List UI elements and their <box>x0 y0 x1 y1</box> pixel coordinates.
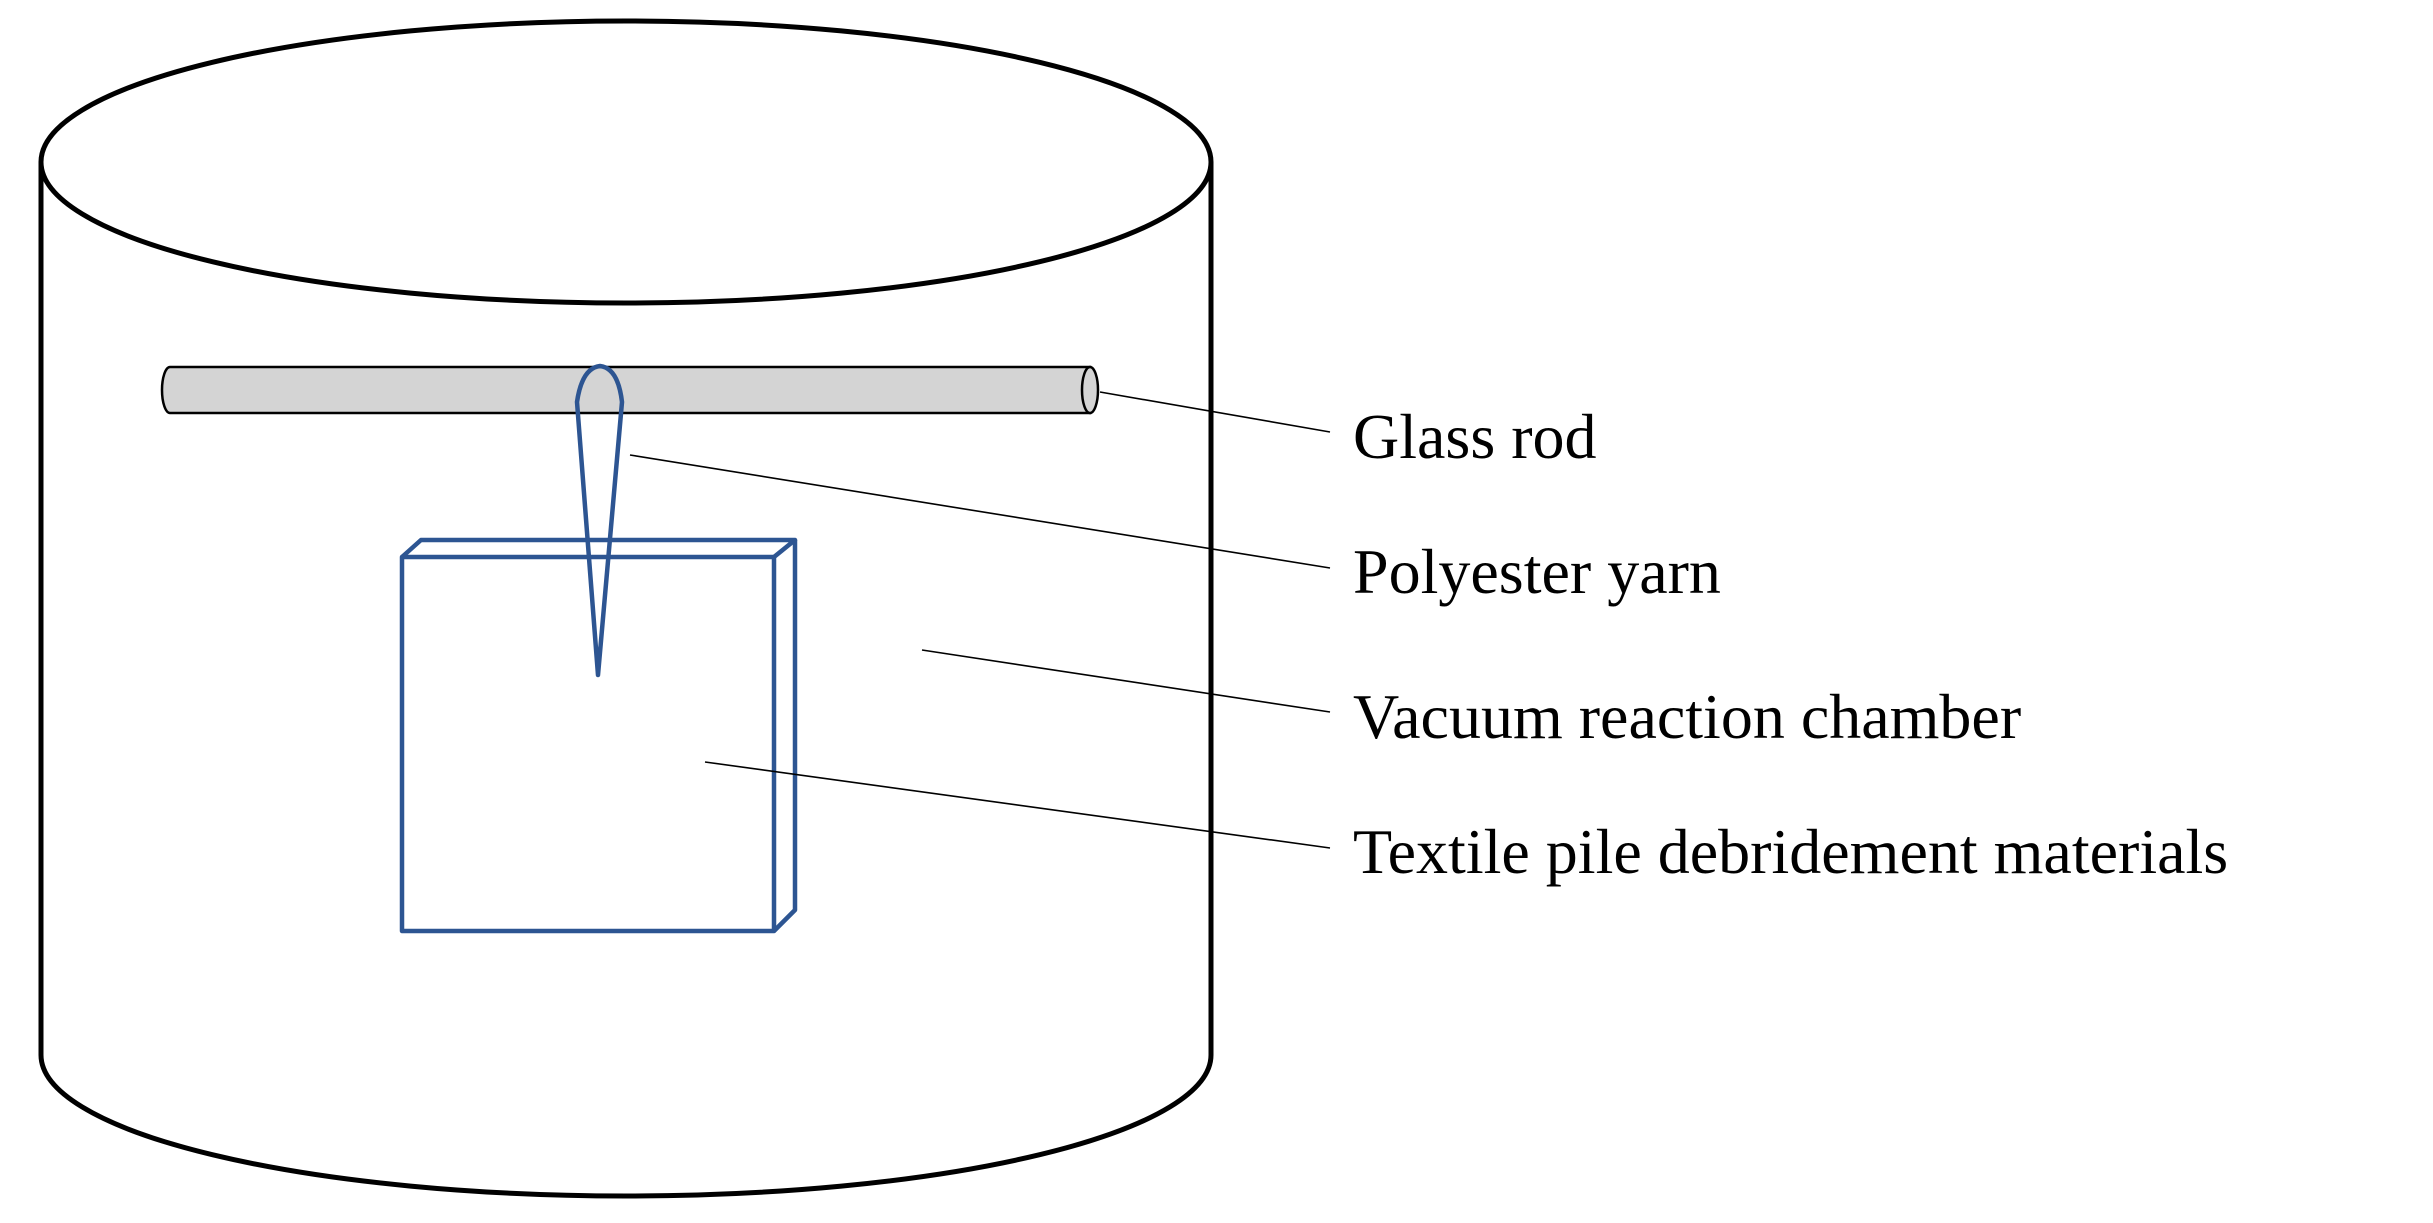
chamber-top-rim <box>38 18 1214 306</box>
leader-vacuum-chamber <box>921 649 1331 713</box>
glass-rod <box>160 365 1100 415</box>
textile-sample-front <box>399 554 777 934</box>
glass-rod-body <box>160 365 1092 415</box>
label-glass-rod: Glass rod <box>1353 401 1597 472</box>
textile-sample-side-face <box>772 540 798 933</box>
vacuum-chamber-cylinder <box>38 18 1214 1199</box>
label-vacuum-chamber: Vacuum reaction chamber <box>1353 681 2021 752</box>
leader-glass-rod <box>1099 391 1331 433</box>
glass-rod-end <box>1080 365 1100 415</box>
leader-textile-materials <box>704 761 1331 849</box>
polyester-yarn-loop <box>574 363 625 678</box>
label-textile-materials: Textile pile debridement materials <box>1353 816 2228 887</box>
textile-sample-top-face <box>400 537 798 559</box>
textile-sample <box>399 537 798 934</box>
leader-polyester-yarn <box>629 454 1331 569</box>
label-polyester-yarn: Polyester yarn <box>1353 536 1721 607</box>
chamber-bottom-rim <box>38 1054 1214 1199</box>
